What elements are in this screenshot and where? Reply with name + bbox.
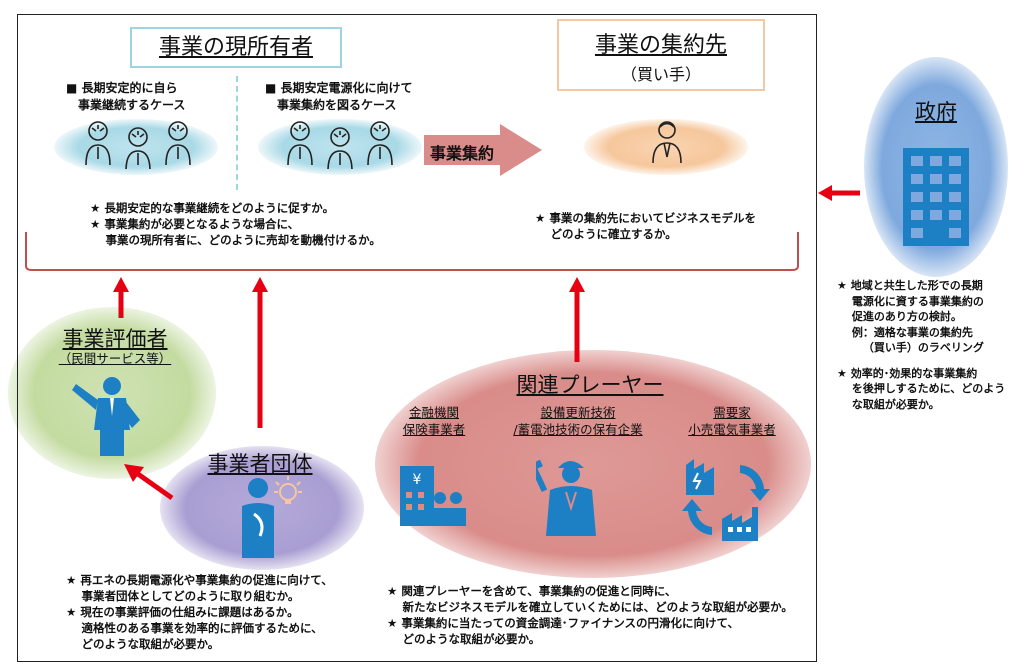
- players-group-demand: 需要家 小売電気事業者: [688, 405, 776, 437]
- businessman-icon: [652, 121, 682, 164]
- buyer-title: 事業の集約先: [594, 33, 727, 58]
- person-icon: [165, 121, 191, 166]
- government-notes: ★ 地域と共生した形での長期 電源化に資する事業集約の 促進のあり方の検討。 例…: [837, 279, 1006, 411]
- person-icon: [287, 121, 313, 166]
- players-notes: ★ 関連プレーヤーを含めて、事業集約の促進と同時に、 新たなビジネスモデルを確立…: [387, 584, 793, 646]
- consolidation-arrow: [424, 124, 542, 176]
- case1-ellipse: [54, 119, 218, 175]
- owner-title: 事業の現所有者: [158, 35, 313, 60]
- factory-cycle-icon: [682, 459, 770, 541]
- players-group-finance: 金融機関 保険事業者: [402, 405, 466, 437]
- players-ellipse: [375, 350, 811, 578]
- red-arrows: [113, 185, 860, 501]
- building-icon: [903, 148, 969, 246]
- evaluator-title: 事業評価者: [62, 327, 168, 351]
- players-group-tech: 設備更新技術 /蓄電池技術の保有企業: [513, 405, 643, 437]
- buyer-subtitle: （買い手）: [620, 65, 701, 84]
- person-icon: [367, 121, 393, 166]
- person-icon: [327, 127, 353, 169]
- presenter-icon: [72, 377, 140, 456]
- buyer-title-box: 事業の集約先 （買い手）: [557, 19, 765, 91]
- case1-text: ■ 長期安定的に自ら 事業継続するケース: [66, 81, 186, 112]
- idea-person-icon: [242, 476, 302, 558]
- case2-text: ■ 長期安定電源化に向けて 事業集約を図るケース: [265, 81, 413, 112]
- bank-people-icon: ¥: [400, 466, 466, 526]
- svg-text:¥: ¥: [413, 472, 422, 488]
- players-title: 関連プレーヤー: [516, 373, 664, 397]
- owner-notes: ★ 長期安定的な事業継続をどのように促すか。 ★ 事業集約が必要となるような場合…: [90, 201, 381, 247]
- case2-ellipse: [258, 119, 422, 175]
- person-icon: [125, 127, 151, 169]
- association-title: 事業者団体: [207, 452, 313, 476]
- engineer-icon: [536, 459, 596, 536]
- case-divider: [236, 76, 238, 190]
- consolidation-label: 事業集約: [430, 144, 495, 163]
- bracket: [25, 232, 799, 271]
- owner-title-box: 事業の現所有者: [130, 27, 342, 68]
- owner-person-icons: [85, 121, 393, 169]
- government-title: 政府: [915, 100, 957, 124]
- person-icon: [85, 121, 111, 166]
- buyer-ellipse: [584, 119, 748, 175]
- evaluator-subtitle: （民間サービス等）: [58, 351, 172, 366]
- association-notes: ★ 再エネの長期電源化や事業集約の促進に向けて、 事業者団体としてどのように取り…: [66, 573, 333, 651]
- buyer-notes: ★ 事業の集約先においてビジネスモデルを どのように確立するか。: [535, 211, 756, 241]
- main-frame: [17, 14, 817, 662]
